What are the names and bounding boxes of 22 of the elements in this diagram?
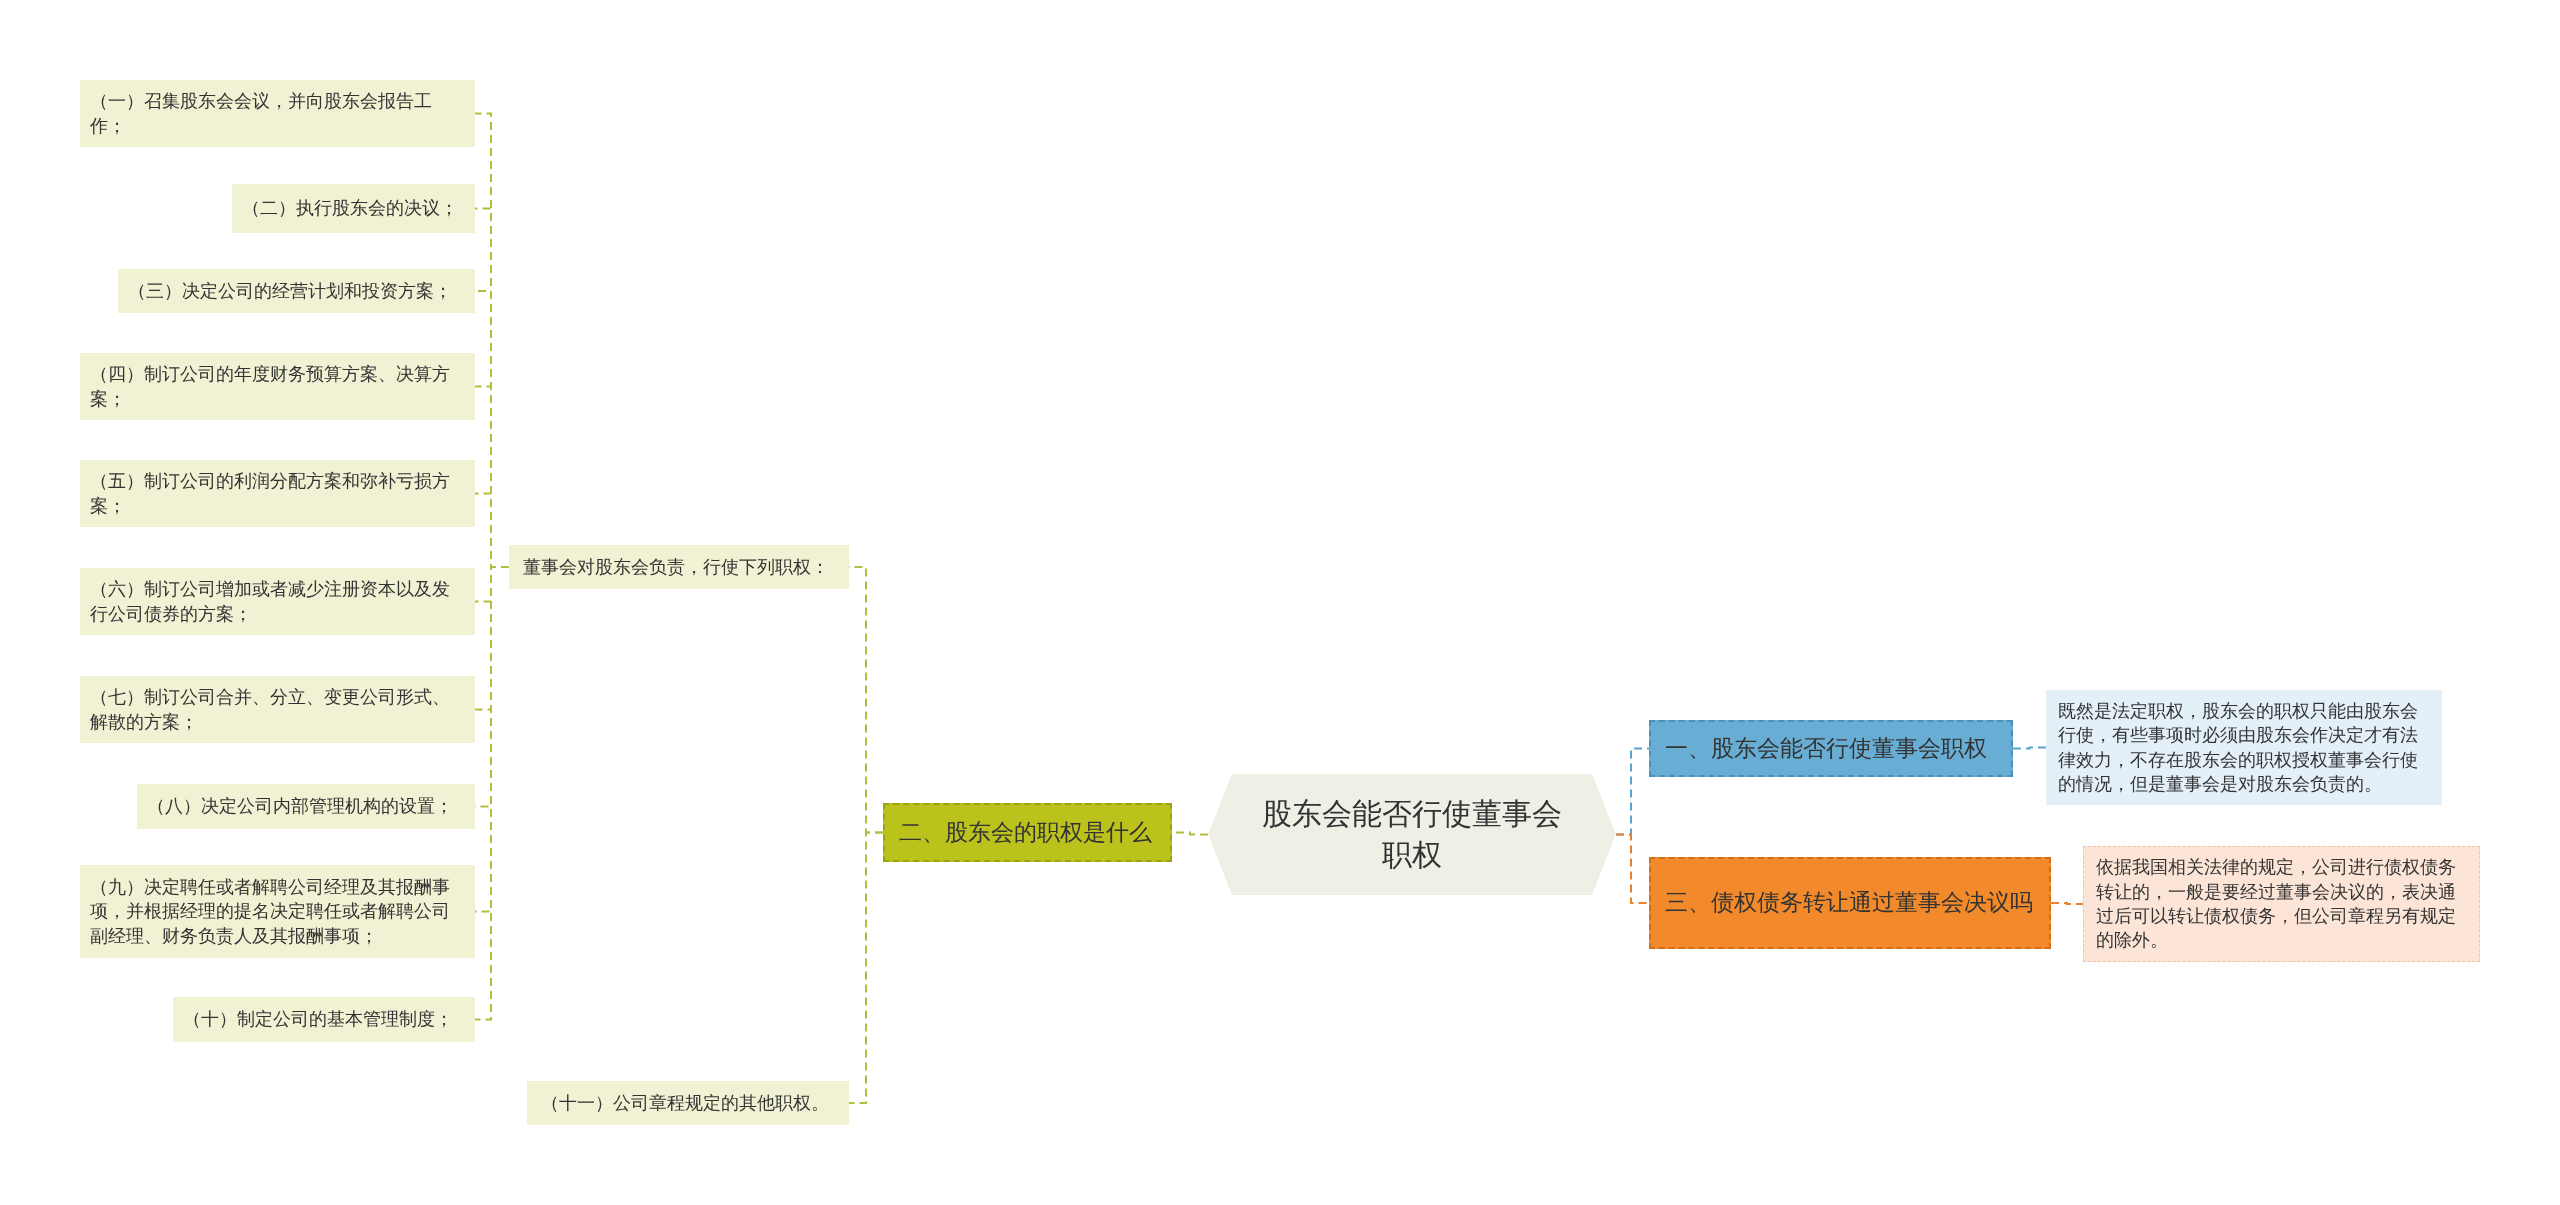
topic-box: 三、债权债务转让通过董事会决议吗 (1649, 857, 2051, 949)
connector-line (1615, 833, 1650, 904)
item-box: （六）制订公司增加或者减少注册资本以及发行公司债券的方案； (80, 568, 475, 635)
connector-line (2012, 746, 2047, 750)
subtopic-box: （十一）公司章程规定的其他职权。 (527, 1081, 849, 1125)
note-box: 依据我国相关法律的规定，公司进行债权债务转让的，一般是要经过董事会决议的，表决通过后可以转让债权债务，但公司章程另有规定的除外。 (2083, 846, 2480, 962)
note-box: 既然是法定职权，股东会的职权只能由股东会行使，有些事项时必须由股东会作决定才有法律效力，不存在股东会的职权授权董事会行使的情况，但是董事会是对股东会负责的。 (2046, 690, 2442, 805)
item-box: （一）召集股东会会议，并向股东会报告工作； (80, 80, 475, 147)
item-box: （二）执行股东会的决议； (232, 184, 475, 233)
item-box: （九）决定聘任或者解聘公司经理及其报酬事项，并根据经理的提名决定聘任或者解聘公司副经理、财务负责人及其报酬事项； (80, 865, 475, 958)
item-box: （四）制订公司的年度财务预算方案、决算方案； (80, 353, 475, 420)
connector-line (2050, 902, 2084, 905)
topic-box: 二、股东会的职权是什么 (883, 803, 1172, 862)
topic-box: 一、股东会能否行使董事会职权 (1649, 720, 2013, 777)
topic-hexagon: 股东会能否行使董事会职权 (1208, 774, 1616, 895)
item-box: （十）制定公司的基本管理制度； (173, 997, 475, 1042)
subtopic-box: 董事会对股东会负责，行使下列职权： (509, 545, 849, 589)
item-box: （五）制订公司的利润分配方案和弥补亏损方案； (80, 460, 475, 527)
item-box: （三）决定公司的经营计划和投资方案； (118, 269, 475, 313)
connector-line (848, 831, 884, 1104)
item-box: （七）制订公司合并、分立、变更公司形式、解散的方案； (80, 676, 475, 743)
item-box: （八）决定公司内部管理机构的设置； (137, 784, 475, 829)
